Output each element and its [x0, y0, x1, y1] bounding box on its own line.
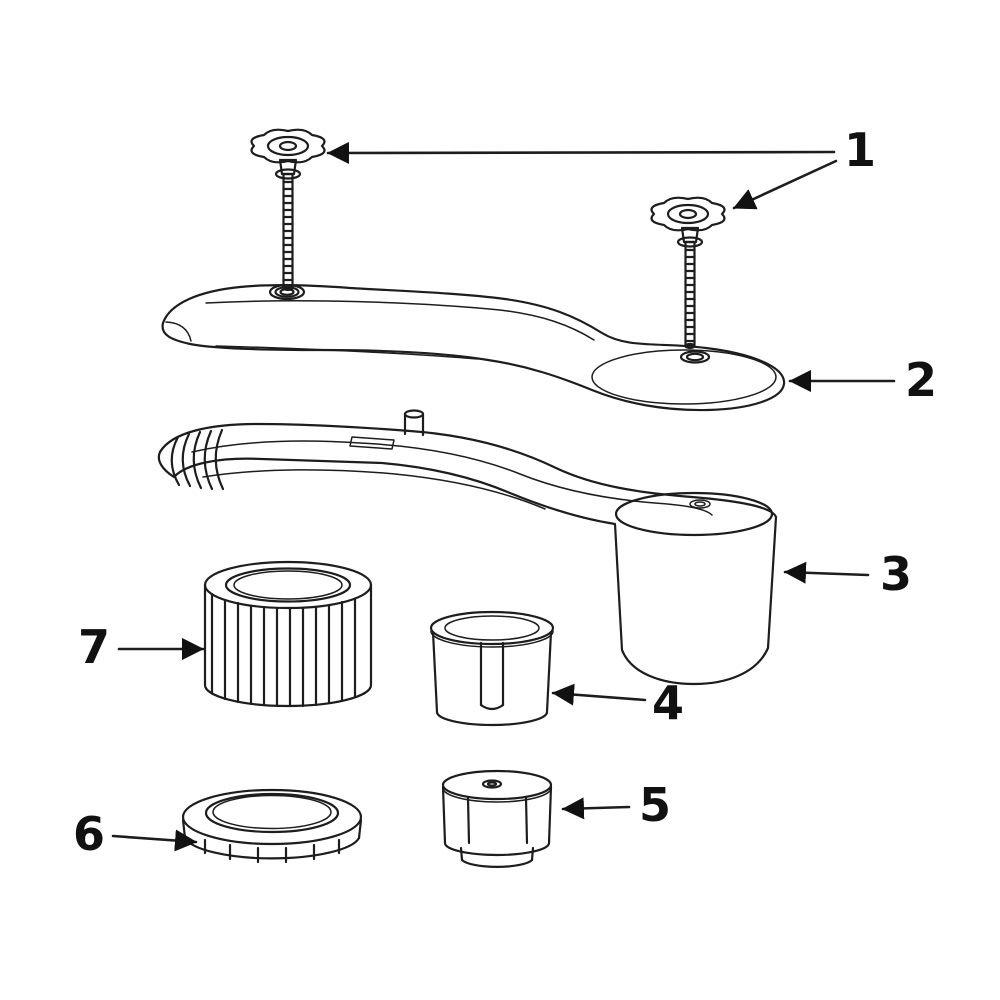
- callout-3: 3: [783, 547, 912, 601]
- cap-bottom: [460, 858, 534, 868]
- callout-5: 5: [561, 778, 671, 832]
- tray-inner-edge: [191, 440, 713, 516]
- cup-inner-boss: [689, 499, 711, 509]
- ring-castellations: [203, 838, 341, 864]
- right-screw-hole: [685, 352, 705, 362]
- callout-4-label: 4: [652, 676, 684, 730]
- knurled-nut-inner-rim: [224, 567, 352, 603]
- cup-inner-boss-hole: [694, 501, 706, 507]
- callout-7-label: 7: [78, 620, 110, 674]
- part-lower-handle-base: [157, 409, 778, 686]
- cap-top-lip: [442, 787, 552, 803]
- callout-2-label: 2: [905, 353, 937, 407]
- split-sleeve-lip: [430, 630, 554, 648]
- tray-inner-floor-line: [202, 469, 546, 510]
- part-upper-handle-cover: [161, 283, 786, 412]
- cover-left-lip: [165, 321, 192, 342]
- split-sleeve-top-rim: [429, 610, 555, 646]
- right-star-knob-hub: [678, 208, 698, 220]
- split-sleeve-bottom: [435, 710, 549, 727]
- right-screw-collar: [676, 236, 704, 248]
- knurled-nut-bore: [233, 570, 343, 600]
- right-star-knob: [650, 196, 726, 232]
- callout-6-label: 6: [73, 807, 105, 861]
- cap-top-rim: [441, 769, 553, 801]
- cap-bottom-step: [443, 841, 551, 857]
- left-screw-threads: [282, 180, 294, 282]
- ring-outer-rim: [181, 788, 363, 846]
- cover-bottom-crease: [215, 345, 479, 360]
- part-lock-ring: [181, 788, 363, 864]
- knurled-nut-bottom: [203, 683, 373, 708]
- split-slot: [479, 641, 505, 711]
- alignment-post: [403, 409, 425, 437]
- callout-4-arrow: [551, 683, 647, 706]
- cap-center-pin: [486, 781, 498, 787]
- right-screw-tip: [684, 342, 696, 350]
- part-cap-knob: [441, 769, 553, 868]
- right-star-knob-face: [666, 203, 710, 225]
- callout-5-arrow: [561, 797, 631, 820]
- right-screw-hole-rim: [679, 350, 711, 364]
- left-star-knob: [250, 128, 326, 164]
- callout-7: 7: [78, 620, 205, 674]
- left-star-knob-hub: [278, 140, 298, 152]
- tray-slot: [349, 436, 395, 450]
- ring-inner-rim: [204, 792, 340, 834]
- part-split-sleeve: [429, 610, 555, 727]
- callout-2: 2: [788, 353, 937, 407]
- callout-1: 1: [326, 123, 876, 210]
- lower-base-outline: [157, 422, 778, 686]
- callout-4: 4: [551, 676, 684, 730]
- part-knurled-nut: [203, 560, 373, 708]
- left-screw-tip: [282, 284, 294, 292]
- callout-1-arrow-left-knob: [326, 141, 836, 165]
- callout-5-label: 5: [639, 778, 671, 832]
- split-sleeve-body: [433, 632, 551, 725]
- callout-1-label: 1: [844, 123, 876, 177]
- cover-top-crease: [205, 300, 595, 341]
- part-star-knob-left: [250, 128, 326, 292]
- knurled-nut-top-rim: [203, 560, 373, 610]
- ring-skirt: [183, 820, 361, 858]
- grip-coil-hatching: [170, 428, 225, 491]
- split-sleeve-bore: [444, 615, 540, 641]
- left-screw-collar: [274, 168, 302, 180]
- ring-skirt-bottom: [183, 836, 361, 860]
- callout-3-label: 3: [880, 547, 912, 601]
- knurled-nut-body: [205, 585, 371, 706]
- cap-facet-lines: [466, 796, 529, 845]
- left-star-knob-face: [266, 135, 310, 157]
- cup-rim: [614, 491, 774, 537]
- ring-bore: [212, 794, 332, 830]
- callout-6-arrow: [111, 829, 198, 852]
- callout-1-arrow-right-knob: [732, 159, 838, 210]
- cap-center-hole: [481, 779, 503, 789]
- cover-pad-recess: [591, 349, 777, 405]
- callout-6: 6: [73, 807, 198, 861]
- callout-3-arrow: [783, 561, 870, 584]
- right-screw-threads: [684, 248, 696, 343]
- part-star-knob-right: [650, 196, 726, 350]
- knurl-ribs: [210, 592, 357, 708]
- right-screw-shaft: [684, 240, 696, 348]
